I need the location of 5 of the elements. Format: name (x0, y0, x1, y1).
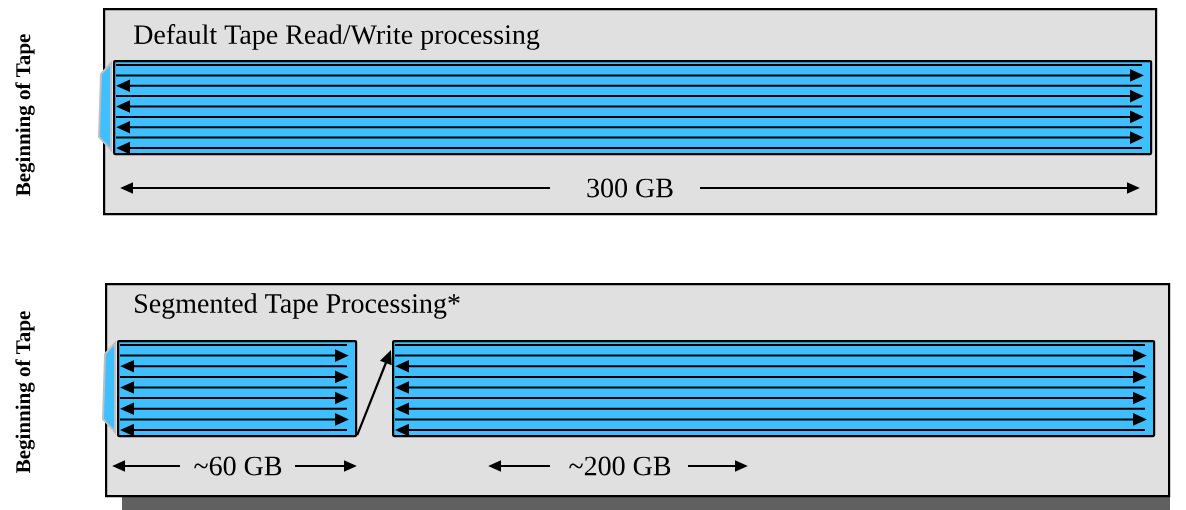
dimension-label: ~60 GB (194, 456, 282, 476)
dimension-label: ~200 GB (569, 456, 671, 476)
side-label: Beginning of Tape (15, 311, 35, 473)
side-label: Beginning of Tape (15, 34, 35, 196)
dimension-label: 300 GB (587, 178, 673, 198)
